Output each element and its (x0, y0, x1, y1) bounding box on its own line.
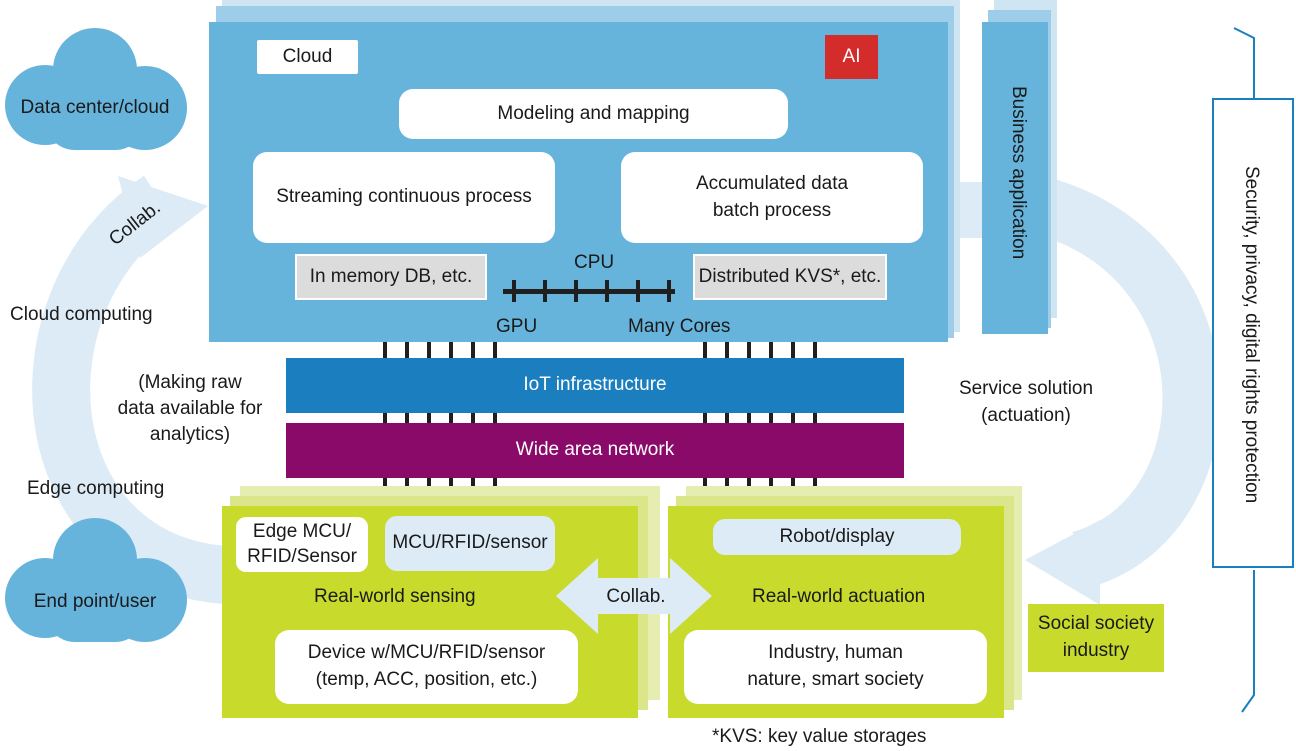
industry-box: Industry, human nature, smart society (684, 630, 987, 704)
cpu-bus-tick (512, 280, 516, 302)
industry-line-1: Industry, human (768, 642, 903, 664)
connector-pin (813, 478, 817, 490)
mcu-rfid-sensor-box: MCU/RFID/sensor (385, 516, 555, 571)
industry-line-2: nature, smart society (747, 669, 924, 690)
business-application-panel (982, 22, 1048, 334)
right-cycle-arrowhead (1025, 520, 1100, 605)
connector-pin (769, 413, 773, 423)
gpu-label: GPU (496, 316, 538, 337)
middle-collab-label: Collab. (606, 586, 666, 607)
security-box (1212, 98, 1294, 568)
connector-pin (791, 342, 795, 358)
connector-pin (769, 342, 773, 358)
cpu-bus-tick (605, 280, 609, 302)
connector-pin (703, 342, 707, 358)
connector-pin (725, 342, 729, 358)
left-cycle-arrowhead (118, 176, 208, 258)
connector-pin (427, 413, 431, 423)
wide-area-network-bar: Wide area network (286, 423, 904, 478)
edge-computing-label: Edge computing (27, 478, 165, 499)
distributed-kvs-box: Distributed KVS*, etc. (693, 254, 887, 300)
connector-pin (405, 413, 409, 423)
cpu-bus-tick (574, 280, 578, 302)
social-society-box: Social society industry (1028, 604, 1164, 672)
many-cores-label: Many Cores (628, 316, 731, 337)
connector-pin (427, 478, 431, 490)
connector-pin (471, 342, 475, 358)
connector-pin (747, 342, 751, 358)
right-cycle-arrow (1031, 177, 1221, 589)
connector-pin (703, 478, 707, 490)
real-world-sensing-title: Real-world sensing (314, 586, 476, 607)
connector-pin (471, 413, 475, 423)
device-box: Device w/MCU/RFID/sensor (temp, ACC, pos… (275, 630, 578, 704)
connector-pin (471, 478, 475, 490)
connector-pin (747, 413, 751, 423)
connector-pin (383, 342, 387, 358)
cpu-bus-line (503, 289, 675, 294)
cpu-label: CPU (574, 252, 615, 273)
connector-pin (449, 342, 453, 358)
accumulated-line-1: Accumulated data (695, 172, 849, 194)
connector-pin (747, 478, 751, 490)
service-solution-label: Service solution (actuation) (948, 376, 1104, 429)
social-line-2: industry (1062, 640, 1130, 661)
cpu-bus-tick (667, 280, 671, 302)
connector-pin (493, 413, 497, 423)
connector-pin (383, 413, 387, 423)
iot-infrastructure-bar: IoT infrastructure (286, 358, 904, 413)
real-world-actuation-title: Real-world actuation (752, 586, 926, 607)
accumulated-batch-box: Accumulated data batch process (621, 152, 923, 243)
connector-pin (405, 342, 409, 358)
connector-pin (449, 478, 453, 490)
connector-pin (449, 413, 453, 423)
edge-line-2: RFID/Sensor (247, 545, 357, 567)
left-cycle-arrow (32, 175, 229, 604)
connector-pin (769, 478, 773, 490)
cpu-bus-tick (636, 280, 640, 302)
connector-pin (791, 478, 795, 490)
edge-line-1: Edge MCU/ (252, 520, 352, 542)
cloud-computing-label: Cloud computing (10, 304, 153, 325)
connector-pin (813, 342, 817, 358)
connector-pin (493, 478, 497, 490)
edge-mcu-box: Edge MCU/ RFID/Sensor (236, 517, 368, 572)
making-raw-line-1: (Making raw (138, 372, 242, 393)
streaming-process-box: Streaming continuous process (253, 152, 555, 243)
accumulated-line-2: batch process (712, 199, 832, 221)
in-memory-db-box: In memory DB, etc. (295, 254, 487, 300)
ai-badge: AI (825, 35, 878, 79)
connector-pin (791, 413, 795, 423)
making-raw-line-2: data available for (117, 398, 263, 420)
service-line-1: Service solution (958, 378, 1094, 399)
data-center-cloud-label: Data center/cloud (20, 96, 170, 118)
connector-pin (427, 342, 431, 358)
robot-display-box: Robot/display (713, 519, 961, 555)
social-line-1: Social society (1037, 613, 1155, 635)
connector-pin (383, 478, 387, 490)
connector-pin (405, 478, 409, 490)
making-raw-line-3: analytics) (149, 424, 231, 446)
device-line-2: (temp, ACC, position, etc.) (315, 669, 538, 690)
connector-pin (725, 478, 729, 490)
modeling-mapping-box: Modeling and mapping (399, 89, 788, 139)
connector-pin (493, 342, 497, 358)
end-point-cloud-label: End point/user (33, 590, 157, 612)
connector-pin (813, 413, 817, 423)
cloud-title: Cloud (257, 40, 358, 74)
making-raw-data-note: (Making raw data available for analytics… (110, 370, 270, 449)
cpu-bus-tick (543, 280, 547, 302)
device-line-1: Device w/MCU/RFID/sensor (307, 642, 546, 664)
kvs-footnote: *KVS: key value storages (712, 726, 927, 747)
connector-pin (725, 413, 729, 423)
data-center-cloud-shape (5, 28, 187, 150)
end-point-cloud-shape (5, 518, 187, 642)
service-line-2: (actuation) (981, 404, 1071, 426)
connector-pin (703, 413, 707, 423)
